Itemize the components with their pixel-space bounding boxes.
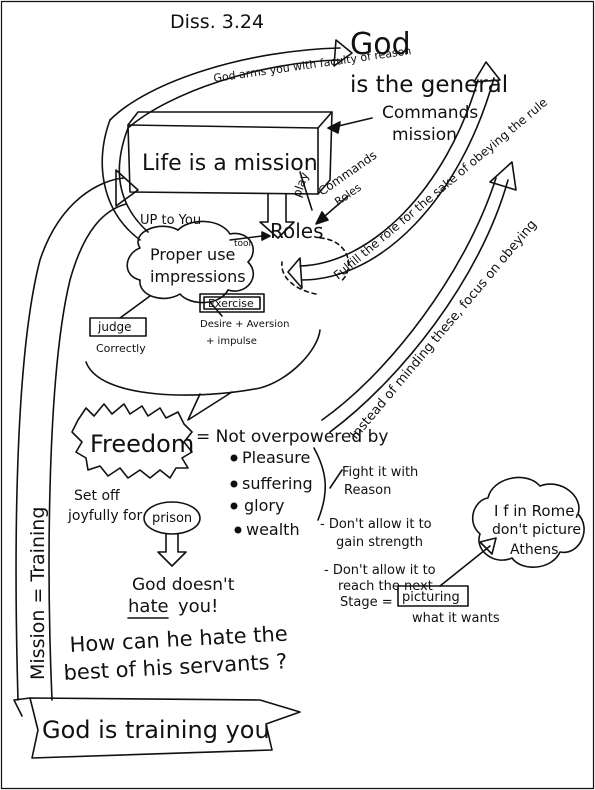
- exercise-box-inner: [203, 296, 261, 310]
- god-doesnt-rest: you!: [178, 596, 218, 617]
- proper-use-cloud: [126, 220, 254, 304]
- rome-line2: don't picture: [492, 522, 581, 538]
- bullet-pleasure: Pleasure: [242, 448, 310, 467]
- commands-mission-line1: Commands: [382, 103, 478, 123]
- training-arrow-inner: [48, 203, 127, 701]
- rome-line1: I f in Rome,: [494, 502, 579, 520]
- prison-label: prison: [152, 511, 192, 526]
- dashed-loop-right: [319, 237, 350, 283]
- freedom-burst: [71, 403, 193, 479]
- dont2-line1: - Don't allow it to: [324, 563, 436, 578]
- branch-judge: [119, 295, 151, 319]
- obey-arrowhead: [489, 161, 517, 191]
- life-box-side: [317, 111, 333, 195]
- dashed-loop-left: [281, 261, 317, 295]
- prison-down-arrow: [157, 533, 187, 567]
- fight-connector: [329, 469, 343, 489]
- dont2-stage: Stage =: [340, 595, 393, 610]
- exercise-box-outer: [199, 293, 265, 313]
- arc-top-outer: [109, 47, 341, 121]
- training-banner: [29, 697, 301, 759]
- commands-mission-arrowhead: [327, 121, 341, 134]
- judge-label: judge: [97, 320, 132, 334]
- play-line: [299, 171, 313, 211]
- arc-down-inner: [118, 127, 149, 233]
- dont1-line2: gain strength: [336, 535, 423, 550]
- tool-arrowhead: [261, 231, 271, 241]
- box-to-roles-arrow: [259, 193, 295, 239]
- god-general-label: is the general: [350, 72, 508, 98]
- picturing-box: [397, 585, 469, 607]
- diagram-title: Diss. 3.24: [170, 11, 264, 33]
- life-box-top: [127, 111, 333, 129]
- bullet-suffering: suffering: [242, 474, 313, 493]
- fulfill-label: Fulfill the role for the sake of obeying…: [331, 95, 550, 282]
- fulfill-arrowhead: [473, 61, 501, 83]
- proper-use-line1: Proper use: [150, 245, 235, 264]
- fight-line2: Reason: [344, 483, 391, 498]
- obey-arrow-outer: [329, 179, 509, 433]
- dont1-line1: - Don't allow it to: [320, 517, 432, 532]
- dont2-line2: reach the next: [338, 579, 433, 594]
- speech-tail: [187, 391, 233, 421]
- roles-label: Roles: [270, 219, 324, 243]
- bullet-dot: [230, 502, 238, 510]
- rome-cloud: [471, 476, 585, 568]
- judge-sub: Correctly: [96, 342, 146, 355]
- bullet-dots: [230, 454, 242, 534]
- bullet-dot: [230, 454, 238, 462]
- god-doesnt-line1: God doesn't: [132, 575, 235, 595]
- not-overpowered-label: = Not overpowered by: [196, 427, 388, 447]
- dont2-line3: what it wants: [412, 611, 500, 626]
- training-arrow-outer: [15, 177, 125, 701]
- commands-mission-line2: mission: [392, 125, 457, 145]
- bullet-wealth: wealth: [246, 520, 300, 539]
- training-arrowhead: [115, 169, 139, 207]
- bullets-bracket: [313, 447, 327, 521]
- banner-fold: [13, 697, 31, 717]
- exercise-label: Exercise: [208, 297, 254, 310]
- fight-line1: Fight it with: [342, 465, 418, 480]
- banner-label: God is training you: [42, 716, 270, 744]
- bullet-dot: [234, 526, 242, 534]
- arc-top-arrowhead: [333, 39, 353, 67]
- bullet-dot: [230, 480, 238, 488]
- bullet-glory: glory: [244, 496, 284, 515]
- set-off-line1: Set off: [74, 488, 120, 504]
- exercise-sub1: Desire + Aversion: [200, 319, 290, 330]
- arc-top-inner: [127, 59, 341, 129]
- rome-arrow-line: [439, 545, 491, 587]
- tool-line: [229, 235, 263, 241]
- commands-roles-arrowhead: [315, 211, 329, 225]
- rome-line3: Athens: [510, 542, 558, 558]
- picturing-label: picturing: [402, 590, 460, 605]
- mission-training-label: Mission = Training: [27, 507, 49, 680]
- fulfill-arrow-inner: [299, 79, 479, 267]
- rome-arrowhead: [479, 537, 497, 555]
- obey-arrow-inner: [321, 177, 497, 421]
- set-off-line2: joyfully for: [67, 508, 143, 524]
- up-to-you-label: UP to You: [140, 213, 201, 228]
- speech-swoop: [85, 329, 321, 396]
- exercise-sub2: + impulse: [206, 336, 257, 347]
- god-label: God: [350, 27, 411, 62]
- arc-down-outer: [101, 119, 141, 241]
- tool-label: tool: [234, 239, 251, 249]
- god-doesnt-hate: hate: [128, 596, 169, 617]
- judge-box: [89, 317, 147, 337]
- life-mission-label: Life is a mission: [142, 151, 318, 176]
- fulfill-tail-head: [287, 257, 303, 289]
- prison-circle: [143, 501, 201, 535]
- freedom-label: Freedom: [90, 430, 194, 458]
- proper-use-line2: impressions: [150, 267, 246, 286]
- fulfill-arrow-outer: [301, 77, 495, 281]
